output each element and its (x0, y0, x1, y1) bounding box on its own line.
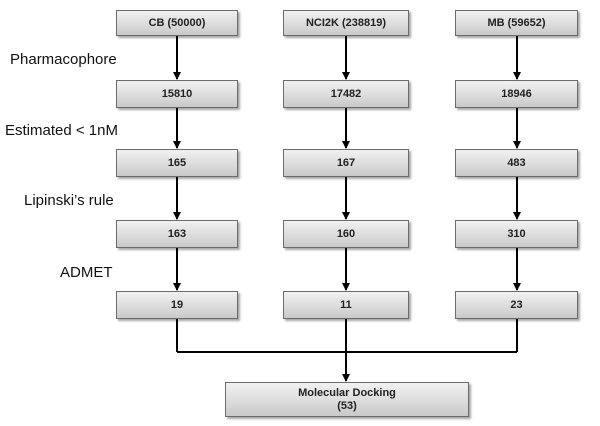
node-cb-pharmacophore: 15810 (116, 80, 238, 108)
node-nci2k-source: NCI2K (238819) (283, 10, 409, 36)
node-mb-admet: 23 (455, 291, 578, 319)
stage-label-pharmacophore: Pharmacophore (10, 51, 117, 68)
stage-label-estimated: Estimated < 1nM (5, 122, 118, 139)
node-nci2k-lipinski: 160 (283, 220, 409, 248)
node-mb-source: MB (59652) (455, 10, 578, 36)
docking-title: Molecular Docking (298, 386, 396, 399)
node-nci2k-estimated: 167 (283, 149, 409, 177)
stage-label-admet: ADMET (60, 264, 113, 281)
node-cb-lipinski: 163 (116, 220, 238, 248)
node-cb-estimated: 165 (116, 149, 238, 177)
node-mb-lipinski: 310 (455, 220, 578, 248)
node-molecular-docking: Molecular Docking (53) (225, 382, 469, 417)
node-cb-admet: 19 (116, 291, 238, 319)
node-nci2k-pharmacophore: 17482 (283, 80, 409, 108)
stage-label-lipinski: Lipinski’s rule (24, 192, 114, 209)
node-mb-estimated: 483 (455, 149, 578, 177)
node-cb-source: CB (50000) (116, 10, 238, 36)
node-mb-pharmacophore: 18946 (455, 80, 578, 108)
docking-count: (53) (337, 399, 357, 412)
node-nci2k-admet: 11 (283, 291, 409, 319)
